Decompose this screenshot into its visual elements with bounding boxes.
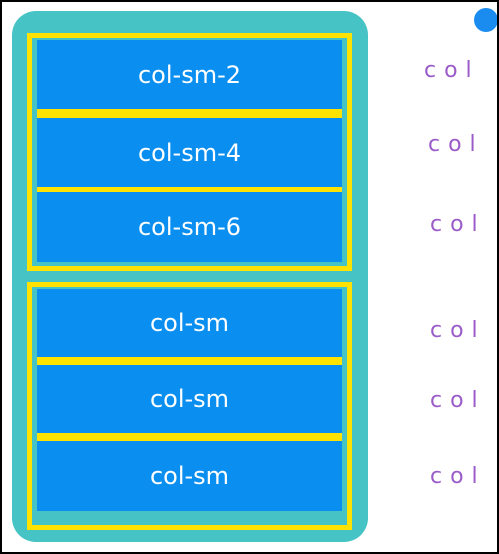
- column-divider: [37, 433, 342, 441]
- column-col-sm-4: col-sm-4: [37, 118, 342, 187]
- column-col-sm-b: col-sm: [37, 365, 342, 433]
- column-divider: [37, 187, 342, 192]
- handwritten-note: col: [430, 318, 486, 343]
- column-divider: [37, 109, 342, 118]
- column-col-sm-a: col-sm: [37, 289, 342, 357]
- handwritten-note: col: [424, 58, 480, 83]
- handwritten-note: col: [428, 132, 484, 157]
- column-col-sm-c: col-sm: [37, 441, 342, 511]
- row-1: col-sm-2 col-sm-4 col-sm-6: [27, 33, 352, 271]
- handwritten-note: col: [430, 212, 486, 237]
- row-2: col-sm col-sm col-sm: [27, 282, 352, 530]
- container: col-sm-2 col-sm-4 col-sm-6 col-sm col-sm…: [12, 11, 368, 542]
- column-col-sm-2: col-sm-2: [37, 40, 342, 109]
- blue-dot-icon: [474, 8, 497, 32]
- column-divider: [37, 357, 342, 365]
- column-col-sm-6: col-sm-6: [37, 192, 342, 262]
- handwritten-note: col: [430, 388, 486, 413]
- handwritten-note: col: [430, 464, 486, 489]
